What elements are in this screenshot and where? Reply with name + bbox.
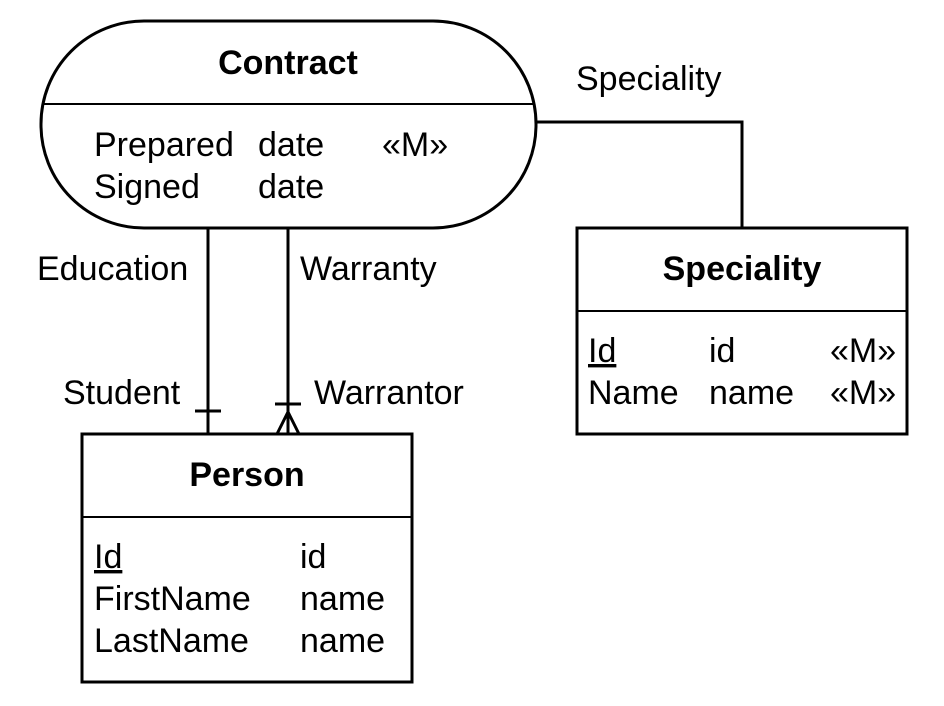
contract-shape [39,19,538,230]
contract-attr-type: date [258,126,324,164]
relationship-label-speciality: Speciality [576,60,722,98]
role-label-warrantor: Warrantor [314,374,464,412]
entity-person[interactable]: Person Id id FirstName name LastName nam… [80,432,414,684]
speciality-connector [536,120,744,228]
speciality-attr-type: name [709,374,794,412]
person-attr-name: LastName [94,622,249,660]
relationship-label-education: Education [37,250,188,288]
contract-attr-name: Signed [94,168,200,206]
contract-title: Contract [218,44,358,82]
person-shape [80,432,414,684]
person-attr-name: FirstName [94,580,251,618]
contract-attr-type: date [258,168,324,206]
speciality-attr-name: Id [588,332,616,370]
speciality-title: Speciality [663,250,822,288]
speciality-attr-modifier: «M» [830,374,896,412]
person-attr-type: id [300,538,326,576]
contract-attr-modifier: «M» [382,126,448,164]
entity-speciality[interactable]: Speciality Id id «M» Name name «M» [575,226,909,436]
speciality-shape [575,226,909,436]
speciality-attr-name: Name [588,374,679,412]
entity-contract[interactable]: Contract Prepared date «M» Signed date [39,19,538,230]
person-attr-name: Id [94,538,122,576]
speciality-attr-modifier: «M» [830,332,896,370]
warrantor-crowfoot [275,408,301,435]
contract-attr-name: Prepared [94,126,234,164]
person-attr-type: name [300,580,385,618]
role-label-student: Student [63,374,181,412]
relationship-label-warranty: Warranty [300,250,437,288]
person-attr-type: name [300,622,385,660]
person-title: Person [189,456,304,494]
speciality-attr-type: id [709,332,735,370]
